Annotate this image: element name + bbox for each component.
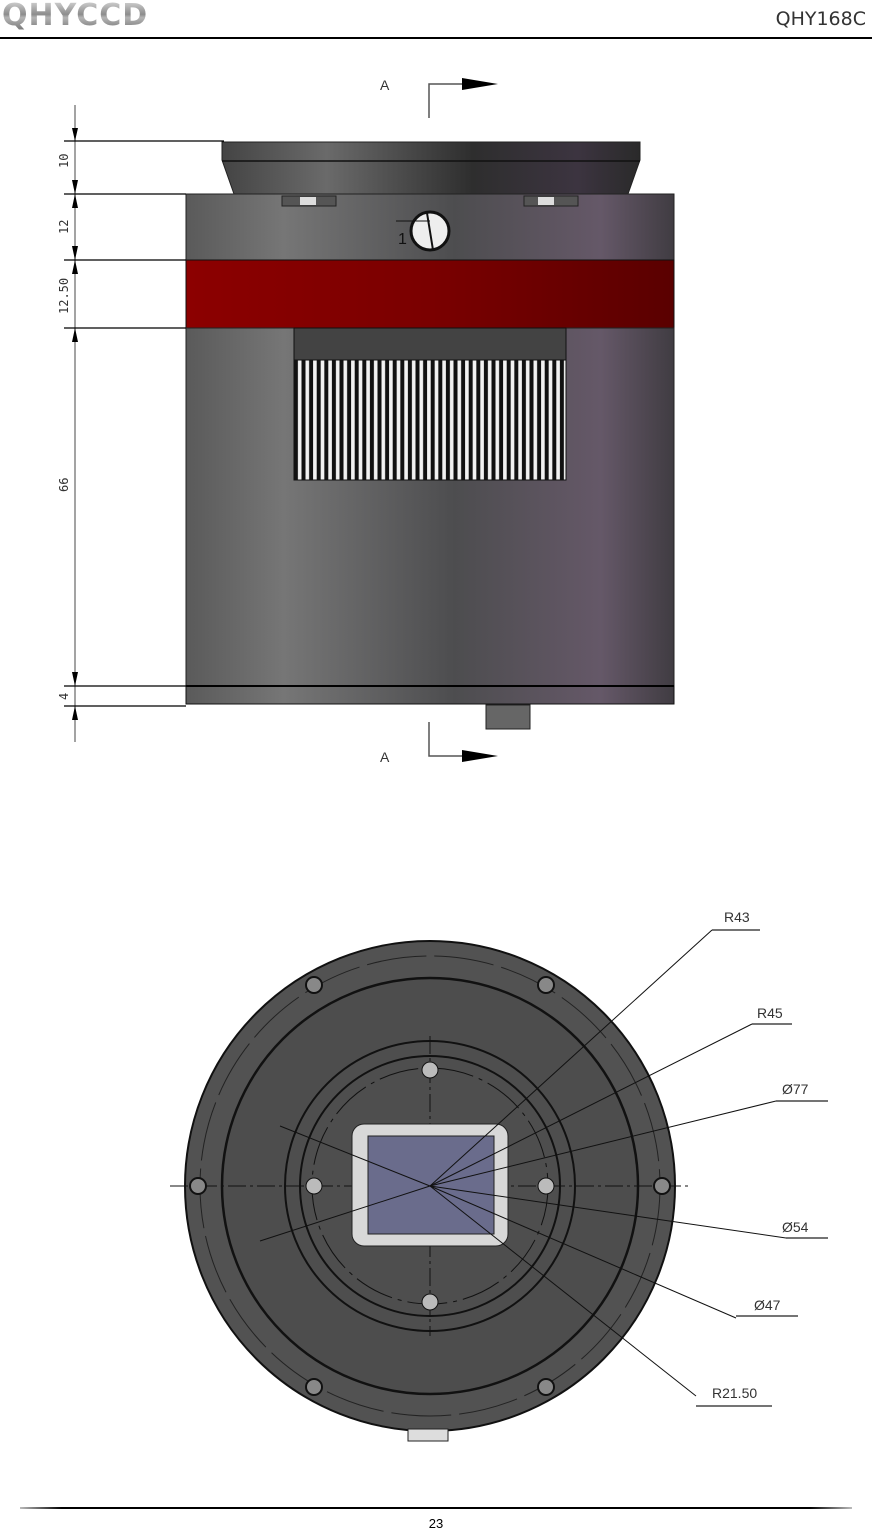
dim-12: 12: [57, 220, 71, 234]
callout-r43: R43: [724, 909, 750, 925]
section-marker-bottom: A: [380, 749, 390, 765]
callout-d54: Ø54: [782, 1219, 809, 1235]
qhyccd-logo: QHYCCD: [2, 0, 149, 33]
dim-4: 4: [57, 693, 71, 700]
callout-r21-50: R21.50: [712, 1385, 757, 1401]
page-header: QHYCCD QHY168C: [0, 0, 872, 40]
header-divider: [0, 37, 872, 39]
screw-label: 1: [398, 231, 407, 248]
callout-r45: R45: [757, 1005, 783, 1021]
model-name: QHY168C: [775, 8, 866, 30]
dim-66: 66: [57, 478, 71, 492]
page-number: 23: [428, 1516, 444, 1531]
callout-d77: Ø77: [782, 1081, 809, 1097]
side-view-drawing: A 1 A 10 12 12.50 66: [57, 77, 675, 765]
footer-divider: [20, 1507, 852, 1509]
dim-10: 10: [57, 154, 71, 168]
callout-d47: Ø47: [754, 1297, 781, 1313]
dim-12-50: 12.50: [57, 278, 71, 314]
section-marker-top: A: [380, 77, 390, 93]
